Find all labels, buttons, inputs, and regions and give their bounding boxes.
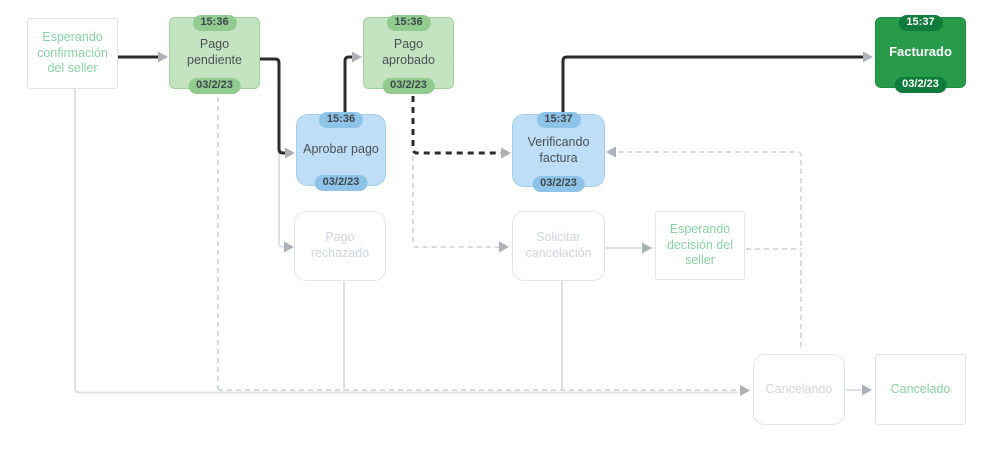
date-badge: 03/2/23 — [532, 176, 585, 192]
node-label: Pago aprobado — [382, 37, 435, 67]
node-esperando-decision-seller[interactable]: Esperando decisión del seller — [655, 211, 745, 280]
node-label: Cancelado — [890, 381, 951, 396]
timestamp-badge: 15:36 — [386, 15, 431, 31]
arrow-into-pago-pendiente — [158, 51, 168, 63]
node-label: Solicitar cancelación — [525, 230, 592, 260]
edge-aprobado-to-verificando — [411, 96, 501, 155]
date-badge: 03/2/23 — [188, 78, 241, 94]
node-esperando-confirmacion-seller[interactable]: Esperando confirmación del seller — [27, 18, 118, 89]
timestamp-badge: 15:37 — [898, 15, 943, 31]
node-facturado[interactable]: 15:37 Facturado 03/2/23 — [875, 15, 966, 93]
node-label: Esperando confirmación del seller — [37, 30, 108, 76]
arrow-into-cancelado — [862, 384, 872, 396]
node-label: Esperando decisión del seller — [666, 222, 733, 268]
node-cancelando[interactable]: Cancelando — [753, 354, 845, 425]
date-badge: 03/2/23 — [382, 78, 435, 94]
arrow-into-verificando-right — [606, 146, 616, 158]
edge-aprobar-to-aprobado — [343, 55, 352, 114]
edge-verificando-to-facturado — [561, 55, 863, 114]
edge-pendiente-to-aprobar — [260, 57, 285, 155]
date-badge: 03/2/23 — [314, 175, 368, 191]
edge-group-black-solid — [118, 55, 863, 155]
timestamp-badge: 15:36 — [318, 112, 364, 128]
node-label: Pago rechazado — [310, 230, 370, 260]
node-label: Pago pendiente — [187, 37, 242, 67]
edge-group-gray-dashed — [217, 97, 802, 391]
node-label: Cancelando — [765, 381, 833, 396]
node-pago-aprobado[interactable]: 15:36 Pago aprobado 03/2/23 — [363, 15, 454, 94]
node-pago-pendiente[interactable]: 15:36 Pago pendiente 03/2/23 — [169, 15, 260, 94]
arrow-into-facturado — [863, 51, 873, 63]
arrow-into-esperando-decision — [642, 242, 652, 254]
arrow-into-verificando-factura — [501, 147, 511, 159]
node-verificando-factura[interactable]: 15:37 Verificando factura 03/2/23 — [512, 112, 605, 192]
timestamp-badge: 15:36 — [192, 15, 237, 31]
arrow-into-pago-rechazado — [284, 241, 294, 253]
node-label: Verificando factura — [527, 134, 590, 165]
date-badge: 03/2/23 — [894, 77, 947, 93]
edge-channel-to-verificando — [614, 151, 802, 246]
node-solicitar-cancelacion[interactable]: Solicitar cancelación — [512, 211, 605, 281]
node-label: Facturado — [889, 44, 952, 60]
edge-pago-aprobado-to-solicitar — [412, 156, 500, 248]
edge-group-black-dashed — [411, 96, 501, 155]
arrow-into-aprobar-pago — [285, 147, 295, 159]
node-cancelado[interactable]: Cancelado — [875, 354, 966, 425]
node-label: Aprobar pago — [303, 142, 379, 157]
arrow-into-pago-aprobado — [352, 51, 362, 63]
edge-esperando-confirmacion-to-cancelando — [74, 89, 738, 394]
node-aprobar-pago[interactable]: 15:36 Aprobar pago 03/2/23 — [296, 112, 386, 191]
arrow-into-cancelando — [740, 385, 750, 396]
node-pago-rechazado[interactable]: Pago rechazado — [294, 211, 386, 281]
timestamp-badge: 15:37 — [536, 112, 581, 128]
arrowheads — [158, 51, 873, 396]
arrow-into-solicitar-cancelacion — [499, 241, 509, 253]
